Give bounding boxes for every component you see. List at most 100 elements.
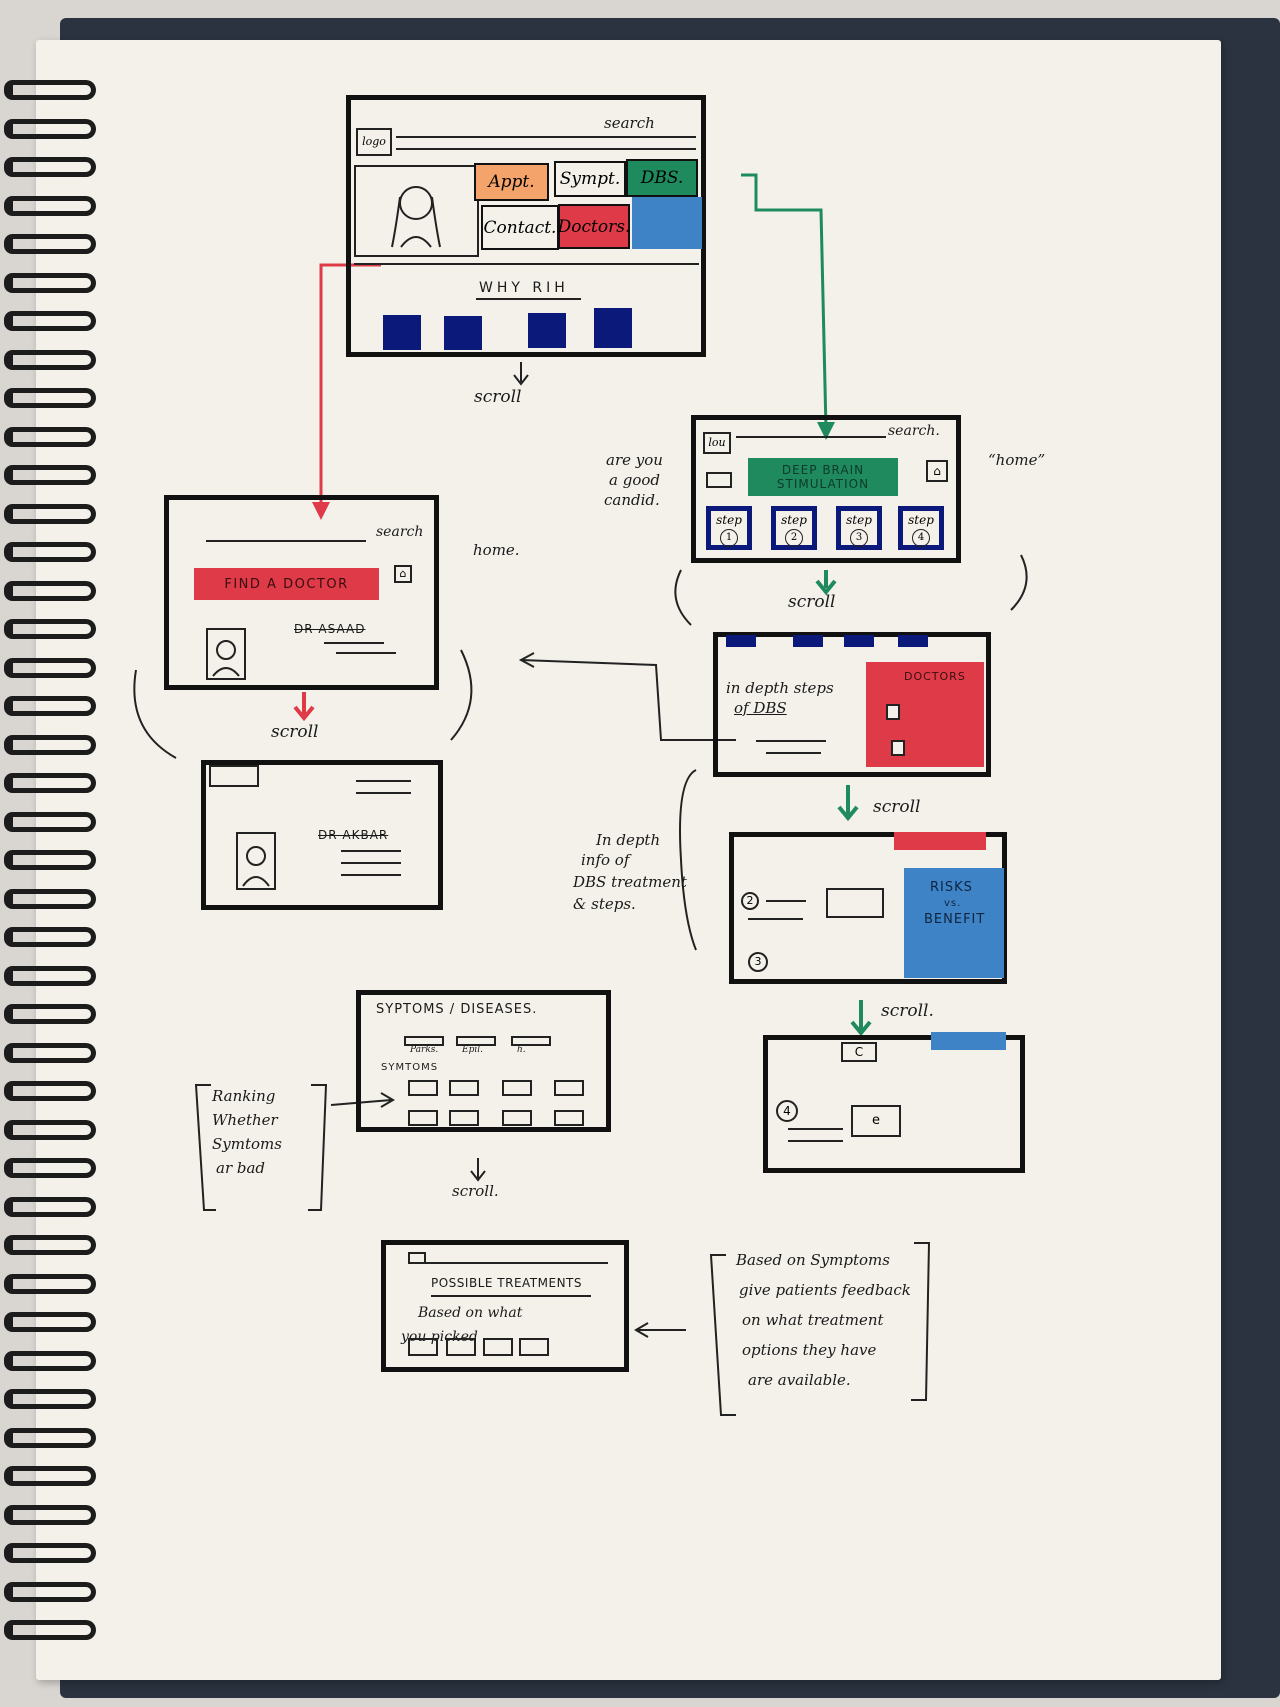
treatment-card[interactable] xyxy=(446,1338,476,1356)
blue-tile[interactable] xyxy=(632,197,702,249)
home-search-label: search xyxy=(604,115,655,132)
dbs-banner-text: DEEP BRAIN STIMULATION xyxy=(748,463,898,491)
dbs-note-home: “home” xyxy=(988,452,1045,469)
find-doctor-banner-text: FIND A DOCTOR xyxy=(224,577,348,592)
home-divider xyxy=(354,263,699,265)
doctor-name-1: DR ASAAD xyxy=(294,622,365,636)
dbs-final-blue-strip xyxy=(931,1032,1006,1050)
symptoms-scroll-label: scroll. xyxy=(452,1183,499,1200)
appt-tile[interactable]: Appt. xyxy=(474,163,549,201)
dbs-step-card[interactable]: step 2 xyxy=(771,506,817,550)
dbs-detail-step-3 xyxy=(844,635,874,647)
dbs-detail-step-1 xyxy=(726,635,756,647)
treatments-header-line xyxy=(408,1262,608,1264)
why-card-2[interactable] xyxy=(444,316,482,350)
symptoms-title: SYPTOMS / DISEASES. xyxy=(376,1002,537,1017)
dbs-final-screen xyxy=(763,1035,1025,1173)
dbs-note-candidate-2: a good xyxy=(609,472,660,489)
dbs-note-3: DBS treatment xyxy=(573,874,687,891)
contact-tile[interactable]: Contact. xyxy=(481,205,559,250)
dbs-step3-number-text: 3 xyxy=(755,955,762,968)
doctor-detail-photo xyxy=(236,832,276,890)
find-doctor-banner[interactable]: FIND A DOCTOR xyxy=(194,568,379,600)
dbs-step2-number-text: 2 xyxy=(747,894,754,907)
dbs-detail-doctors-panel[interactable]: DOCTORS xyxy=(866,662,984,767)
dbs-logo-box: lou xyxy=(703,432,731,454)
dbs-final-e-box: e xyxy=(851,1105,901,1137)
treatment-card[interactable] xyxy=(519,1338,549,1356)
treatments-title: POSSIBLE TREATMENTS xyxy=(431,1276,582,1290)
symptom-card[interactable] xyxy=(408,1080,438,1096)
dbs-step-label: step xyxy=(841,513,877,527)
dbs-risks-title-3: BENEFIT xyxy=(924,912,985,927)
dbs-detail-line-1 xyxy=(756,740,826,742)
dbs-risks-line-2 xyxy=(748,918,803,920)
dbs-risks-image-box xyxy=(826,888,884,918)
dbs-step-number: 2 xyxy=(785,529,803,547)
dbs-candidate-button[interactable] xyxy=(706,472,732,488)
doctor-text-line-1 xyxy=(324,642,384,644)
symptoms-note-2: Whether xyxy=(212,1112,278,1129)
dbs-detail-step-4 xyxy=(898,635,928,647)
dbs-note-4: & steps. xyxy=(573,896,636,913)
doctor-name-2: DR AKBAR xyxy=(318,828,388,842)
dbs-step-card[interactable]: step 3 xyxy=(836,506,882,550)
dbs-final-e-text: e xyxy=(872,1113,880,1128)
doctor-home-button[interactable]: ⌂ xyxy=(394,565,412,583)
symptom-card[interactable] xyxy=(449,1110,479,1126)
symptom-chip-label: Parks. xyxy=(410,1046,438,1056)
dbs-step4-number-text: 4 xyxy=(783,1104,791,1118)
dbs-final-line-1 xyxy=(788,1128,843,1130)
symptom-card[interactable] xyxy=(449,1080,479,1096)
home-logo-box: logo xyxy=(356,128,392,156)
dbs-risks-panel[interactable]: RISKS vs. BENEFIT xyxy=(904,868,1004,978)
doctor-nav-line xyxy=(206,540,366,542)
dbs-risks-title-1: RISKS xyxy=(930,880,973,895)
dbs-detail-doctor-icon-2 xyxy=(891,740,905,756)
why-card-3[interactable] xyxy=(528,313,566,348)
treatment-card[interactable] xyxy=(483,1338,513,1356)
dbs-note-candidate-1: are you xyxy=(606,452,663,469)
dbs-step4-number: 4 xyxy=(776,1100,798,1122)
dbs-risks-line-1 xyxy=(766,900,806,902)
symptom-card[interactable] xyxy=(554,1110,584,1126)
dbs-detail-text-1: in depth steps xyxy=(726,680,834,697)
doctors-tile[interactable]: Doctors. xyxy=(558,204,630,249)
doctor-photo xyxy=(206,628,246,680)
green-flow-arrow xyxy=(741,175,826,430)
symptom-card[interactable] xyxy=(502,1110,532,1126)
treatments-note-2: give patients feedback xyxy=(739,1282,911,1299)
symptom-card[interactable] xyxy=(554,1080,584,1096)
symptom-card[interactable] xyxy=(408,1110,438,1126)
treatment-card[interactable] xyxy=(408,1338,438,1356)
dbs-step-label: step xyxy=(903,513,939,527)
doctor-detail-line-2 xyxy=(356,792,411,794)
home-nav-line xyxy=(396,136,696,138)
dbs-detail-doctor-icon-1 xyxy=(886,704,900,720)
dbs-tile[interactable]: DBS. xyxy=(626,159,698,197)
dbs-step-number: 1 xyxy=(720,529,738,547)
sketch-page: logo search Appt. Sympt. DBS. Contact. D… xyxy=(36,40,1221,1680)
person-illustration xyxy=(356,167,477,255)
why-card-1[interactable] xyxy=(383,315,421,350)
dbs-home-button[interactable]: ⌂ xyxy=(926,460,948,482)
why-card-4[interactable] xyxy=(594,308,632,348)
sympt-tile[interactable]: Sympt. xyxy=(554,161,626,197)
dbs-step-number: 3 xyxy=(850,529,868,547)
dbs-note-candidate-3: candid. xyxy=(604,492,660,509)
dbs-step-label: step xyxy=(776,513,812,527)
doctor-scroll-label: scroll xyxy=(271,723,318,742)
doctor-text-line-2 xyxy=(336,652,396,654)
treatments-note-5: are available. xyxy=(748,1372,851,1389)
dbs-banner: DEEP BRAIN STIMULATION xyxy=(748,458,898,496)
dbs-detail-doctors-label: DOCTORS xyxy=(904,670,966,683)
symptom-card[interactable] xyxy=(502,1080,532,1096)
dbs-risks-scroll-label: scroll. xyxy=(881,1002,934,1021)
treatments-note-4: options they have xyxy=(742,1342,876,1359)
dbs-nav-line xyxy=(736,436,886,438)
doctor-note-home: home. xyxy=(473,542,520,559)
treatments-note-3: on what treatment xyxy=(742,1312,884,1329)
doctor-detail-line-1 xyxy=(356,780,411,782)
